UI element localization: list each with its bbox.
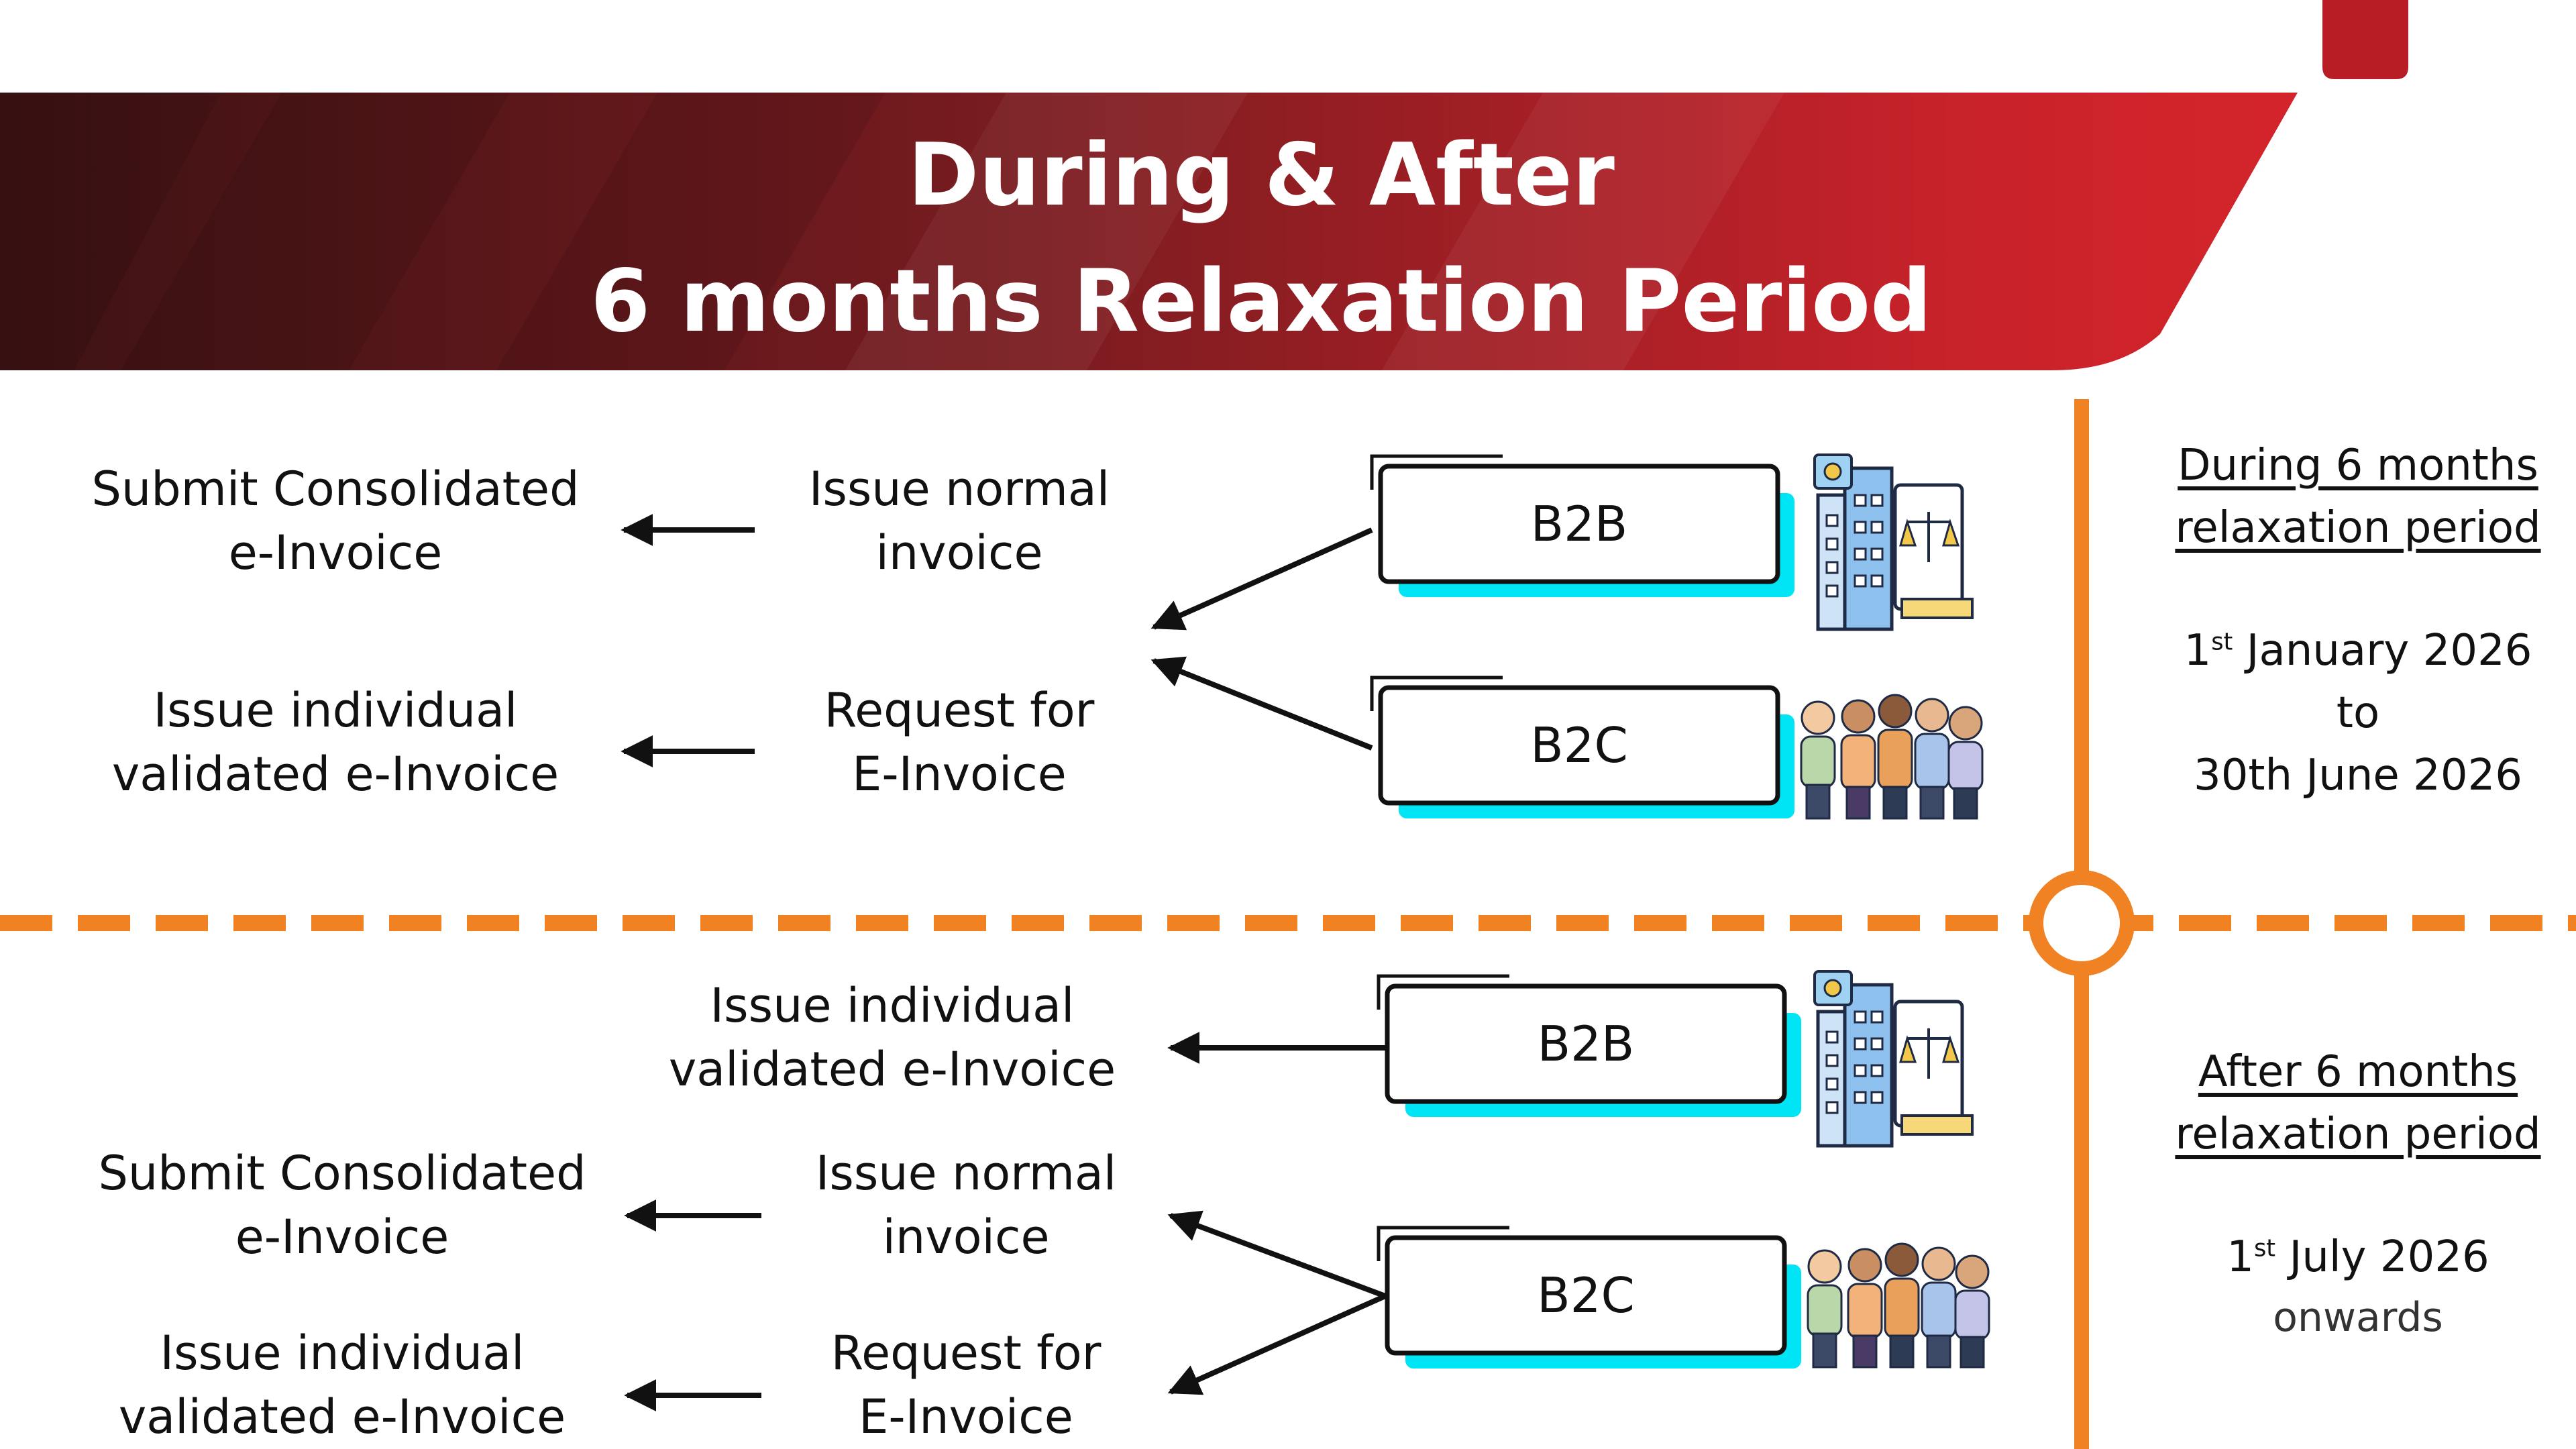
box-b2b-lower-label: B2B <box>1537 1016 1635 1072</box>
arrow-b2b-upper <box>1150 527 1373 631</box>
arrow-b2c-lower-top <box>1167 1210 1387 1299</box>
box-b2c-lower-label: B2C <box>1537 1267 1635 1324</box>
red-corner-tab-icon <box>2322 0 2408 79</box>
box-b2c-upper-shape <box>1370 676 1794 818</box>
box-b2b-upper-shape <box>1370 454 1794 597</box>
arrow-b2c-upper <box>1150 656 1373 751</box>
timeline-node <box>2029 870 2135 976</box>
box-b2c-upper-label: B2C <box>1530 717 1628 773</box>
during-period-title: During 6 months relaxation period <box>2175 441 2541 553</box>
after-period-dates: 1st July 2026 onwards <box>2226 1232 2489 1341</box>
title-line-1: During & After <box>908 125 1615 225</box>
title-line-2: 6 months Relaxation Period <box>590 252 1932 352</box>
group-of-people-icon <box>1800 694 1984 820</box>
header-banner <box>0 0 2408 370</box>
after-period-title: After 6 months relaxation period <box>2175 1047 2541 1159</box>
office-building-legal-icon <box>1813 453 1974 631</box>
during-period-dates: 1st January 2026 to 30th June 2026 <box>2184 626 2532 800</box>
office-building-legal-icon <box>1813 970 1974 1148</box>
box-b2b-upper-label: B2B <box>1530 496 1628 552</box>
box-b2c-lower-shape <box>1377 1226 1801 1368</box>
group-of-people-icon <box>1807 1242 1990 1368</box>
box-b2b-lower-shape <box>1377 974 1801 1117</box>
arrow-b2c-lower-bottom <box>1167 1293 1387 1395</box>
